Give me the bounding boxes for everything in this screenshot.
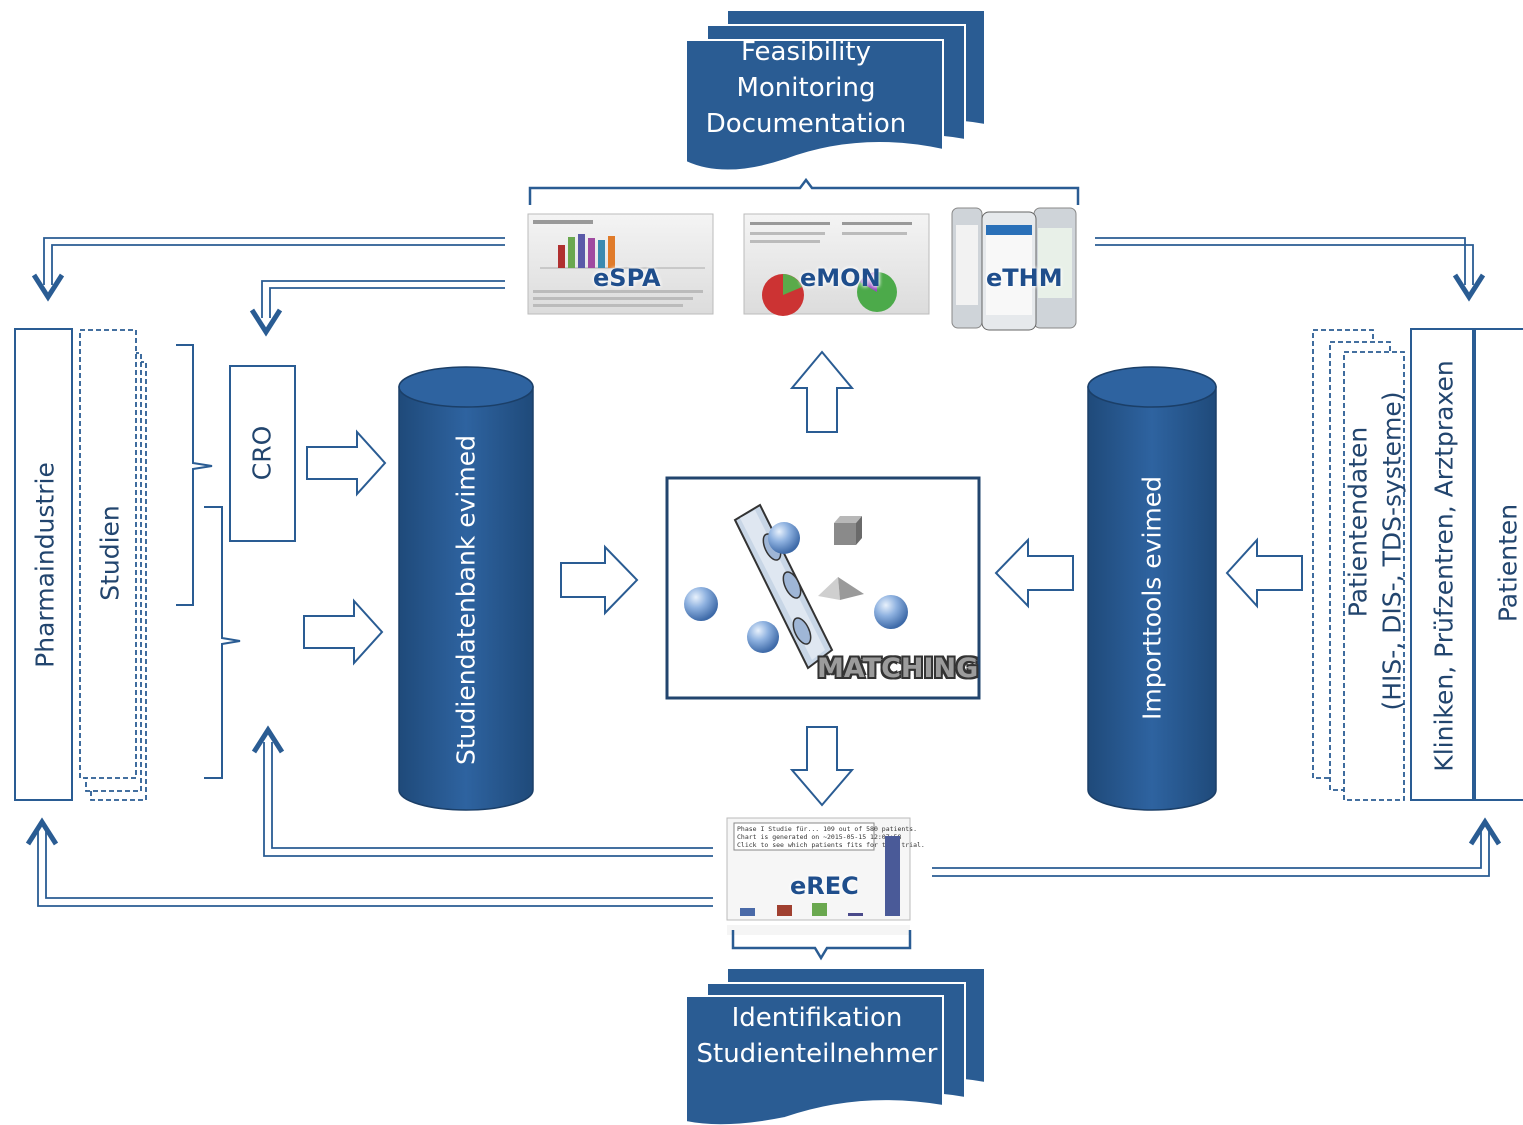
arrow-right-icon — [306, 429, 387, 497]
arrow-to-patients-top — [1095, 237, 1486, 302]
import-tools-cylinder — [1087, 366, 1217, 811]
top-document-line-3: Documentation — [705, 109, 907, 139]
studies-stack — [79, 329, 147, 801]
top-brace-icon — [528, 177, 1080, 205]
erec-caption-line2: Chart is generated on ~2015-05-15 12:07:… — [737, 833, 901, 841]
bottom-document-text: Identifikation Studienteilnehmer — [686, 1000, 948, 1072]
bottom-document-line-2: Studienteilnehmer — [696, 1039, 938, 1069]
arrow-to-pharma — [31, 237, 505, 302]
cube-icon — [834, 516, 862, 545]
emon-screenshot — [743, 213, 930, 316]
arrow-down-icon — [789, 726, 855, 807]
top-document-text: Feasibility Monitoring Documentation — [686, 34, 926, 142]
bottom-document-line-1: Identifikation — [731, 1003, 903, 1033]
arrow-left-icon — [1225, 537, 1303, 609]
cro-box — [229, 365, 296, 542]
arrow-to-cro — [249, 280, 505, 337]
patient-data-label-line1: Patientendaten — [1343, 426, 1373, 618]
pyramid-icon — [818, 577, 864, 600]
sphere-icon — [874, 595, 908, 629]
patient-data-stack — [1312, 329, 1405, 801]
pharma-box — [14, 328, 73, 801]
top-document-line-1: Feasibility — [741, 37, 871, 67]
arrow-to-pharma-bottom — [25, 817, 713, 907]
top-document-stack — [685, 9, 986, 172]
patients-box — [1474, 328, 1523, 801]
clinics-label: Kliniken, Prüfzentren, Arztpraxen — [1429, 360, 1459, 772]
arrow-left-icon — [994, 537, 1074, 609]
study-database-label: Studiendatenbank evimed — [451, 435, 481, 765]
import-tools-label: Importtools evimed — [1137, 475, 1167, 721]
arrow-to-cro-bottom — [251, 725, 713, 857]
arrow-up-icon — [789, 350, 855, 433]
matching-label: MATCHING — [817, 653, 979, 684]
arrow-right-icon — [560, 544, 639, 616]
patient-data-label-line2: (HIS-, DIS-, TDS-systeme) — [1377, 391, 1407, 711]
sphere-icon — [684, 587, 718, 621]
ethm-label: eTHM — [986, 264, 1063, 292]
study-database-cylinder — [398, 366, 534, 811]
erec-label: eREC — [790, 872, 859, 900]
espa-label: eSPA — [593, 264, 661, 292]
left-braces — [176, 344, 241, 779]
clinics-box — [1410, 328, 1474, 801]
erec-caption-line1: Phase I Studie für... 109 out of 580 pat… — [737, 825, 917, 833]
ethm-screenshot — [951, 207, 1077, 331]
sphere-icon — [768, 522, 800, 554]
pharma-label: Pharmaindustrie — [30, 462, 60, 668]
erec-screenshot: Phase I Studie für... 109 out of 580 pat… — [726, 817, 925, 935]
erec-caption-line3: Click to see which patients fits for thi… — [737, 841, 925, 849]
sphere-icon — [747, 621, 779, 653]
studies-label: Studien — [95, 505, 125, 601]
patients-label: Patienten — [1493, 503, 1523, 623]
matching-box — [665, 476, 981, 700]
cro-label: CRO — [247, 425, 277, 481]
top-document-line-2: Monitoring — [736, 73, 876, 103]
arrow-right-icon — [303, 598, 384, 666]
bottom-brace-icon — [731, 930, 912, 961]
espa-screenshot — [527, 213, 714, 315]
bottom-document-stack — [685, 967, 986, 1125]
emon-label: eMON — [800, 264, 881, 292]
arrow-to-patients-bottom — [932, 817, 1502, 877]
